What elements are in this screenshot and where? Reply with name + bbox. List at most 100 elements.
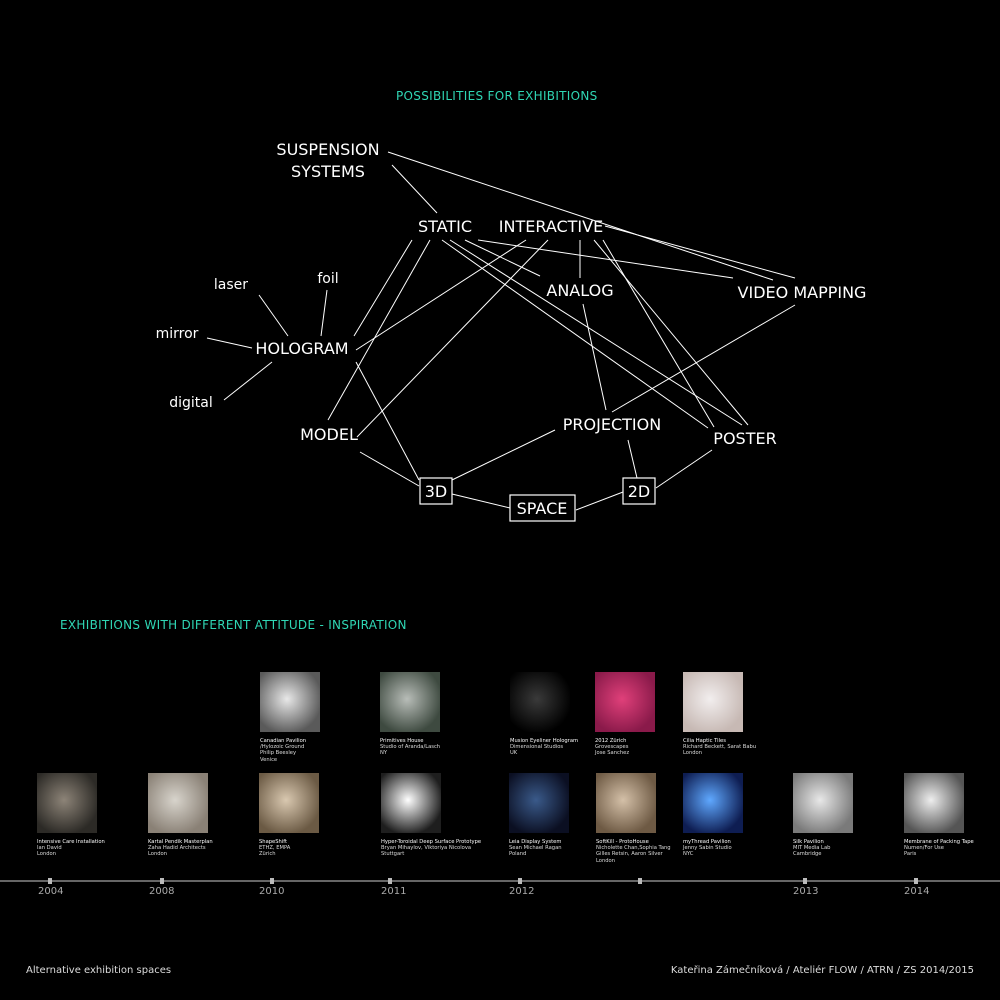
exhibit-top-thumbnail — [260, 672, 320, 732]
diagram-heading: POSSIBILITIES FOR EXHIBITIONS — [396, 89, 598, 103]
timeline-tick — [388, 878, 392, 884]
caption-line: Richard Beckett, Sarat Babu — [683, 744, 757, 751]
caption-line: Nicholette Chan,Sophia Tang — [596, 845, 671, 852]
edge-static-poster — [449, 239, 743, 426]
edge-static-analog — [464, 239, 541, 277]
node-static: STATIC — [418, 217, 472, 236]
caption-line: Bryan Mihaylov, Viktoriya Nicolova — [381, 845, 472, 852]
exhibition-possibilities-diagram: SUSPENSION SYSTEMS STATIC INTERACTIVE AN… — [156, 140, 866, 522]
timeline-tick — [518, 878, 522, 884]
caption-line: Gilles Retsin, Aaron Silver — [596, 851, 663, 858]
caption-line: London — [148, 851, 168, 858]
year-label-2008: 2008 — [149, 886, 175, 897]
exhibit-bottom-thumbnail — [509, 773, 569, 833]
caption-line: Dimensional Studios — [510, 744, 564, 751]
edge-hologram-digital — [223, 361, 273, 401]
edge-suspension-static — [391, 164, 438, 214]
caption-line: Canadian Pavilion — [260, 738, 307, 744]
edge-poster-2d — [655, 449, 713, 489]
timeline-tick — [803, 878, 807, 884]
caption-line: UK — [510, 750, 518, 757]
edge-projection-2d — [627, 439, 638, 479]
caption-line: Numen/For Use — [904, 845, 944, 852]
exhibit-bottom-thumbnail — [148, 773, 208, 833]
caption-line: London — [596, 857, 616, 864]
year-label-2013: 2013 — [793, 886, 819, 897]
caption-line: Grovescapes — [595, 744, 629, 751]
timeline-tick — [160, 878, 164, 884]
caption-line: Jose Sanchez — [595, 750, 630, 757]
exhibit-bottom-thumbnail — [381, 773, 441, 833]
edge-interactive-hologram — [355, 239, 527, 351]
year-label-2010: 2010 — [259, 886, 285, 897]
node-interactive: INTERACTIVE — [499, 217, 603, 236]
inspiration-heading: EXHIBITIONS WITH DIFFERENT ATTITUDE - IN… — [60, 618, 407, 632]
caption-line: Cambridge — [793, 851, 822, 858]
year-label-2004: 2004 — [38, 886, 64, 897]
caption-line: Sean Michael Ragan — [509, 845, 562, 852]
caption-line: Philip Beesley — [260, 750, 297, 757]
caption-line: ETHZ, EMPA — [259, 845, 291, 852]
exhibit-bottom-thumbnail — [259, 773, 319, 833]
edge-hologram-laser — [258, 294, 289, 337]
caption-line: Stuttgart — [381, 851, 405, 858]
caption-line: ShapeShift — [259, 839, 288, 845]
caption-line: Membrane of Packing Tape — [904, 839, 974, 845]
node-model: MODEL — [300, 425, 358, 444]
node-hologram: HOLOGRAM — [255, 339, 348, 358]
caption-line: Venice — [260, 756, 278, 763]
node-suspension-systems-line1: SUSPENSION — [276, 140, 379, 159]
caption-line: Studio of Aranda/Lasch — [380, 744, 441, 751]
caption-line: Musion Eyeliner Hologram — [510, 738, 579, 744]
edge-hologram-foil — [320, 289, 328, 337]
edge-static-projection — [441, 239, 709, 429]
caption-line: Cilia Haptic Tiles — [683, 738, 726, 744]
node-poster: POSTER — [713, 429, 776, 448]
caption-line: Intensive Care Installation — [37, 839, 105, 845]
exhibit-top-thumbnail — [595, 672, 655, 732]
caption-line: Hyper-Toroidal Deep Surface Prototype — [381, 839, 482, 845]
edge-interactive-projection — [602, 239, 715, 428]
caption-line: Paris — [904, 851, 917, 858]
edge-3d-space — [451, 493, 511, 509]
caption-line: Poland — [509, 851, 527, 858]
exhibit-top-thumbnail — [510, 672, 570, 732]
caption-line: NYC — [683, 851, 694, 858]
node-3d: 3D — [425, 482, 448, 501]
edge-interactive-video — [604, 225, 796, 279]
year-label-2014: 2014 — [904, 886, 930, 897]
caption-line: NY — [380, 750, 388, 757]
timeline-tick — [638, 878, 642, 884]
exhibit-bottom-thumbnail — [596, 773, 656, 833]
edge-static-model — [327, 239, 431, 421]
exhibit-top-thumbnail — [380, 672, 440, 732]
edge-space-2d — [575, 491, 624, 511]
caption-line: London — [683, 750, 703, 757]
node-suspension-systems-line2: SYSTEMS — [291, 162, 365, 181]
diagram-edges — [206, 151, 796, 511]
edge-interactive-model — [356, 239, 549, 438]
edge-interactive-poster — [593, 239, 749, 426]
caption-line: 2012 Zürich — [595, 738, 627, 744]
node-2d: 2D — [628, 482, 651, 501]
caption-line: Zürich — [259, 851, 276, 858]
caption-line: London — [37, 851, 57, 858]
edge-static-hologram — [353, 239, 413, 337]
node-laser: laser — [214, 277, 248, 293]
edge-hologram-3d — [355, 361, 420, 481]
edge-static-video — [477, 239, 734, 279]
caption-line: Zaha Hadid Architects — [148, 845, 206, 852]
year-label-2012: 2012 — [509, 886, 535, 897]
caption-line: SoftKill - ProtoHouse — [596, 839, 649, 845]
